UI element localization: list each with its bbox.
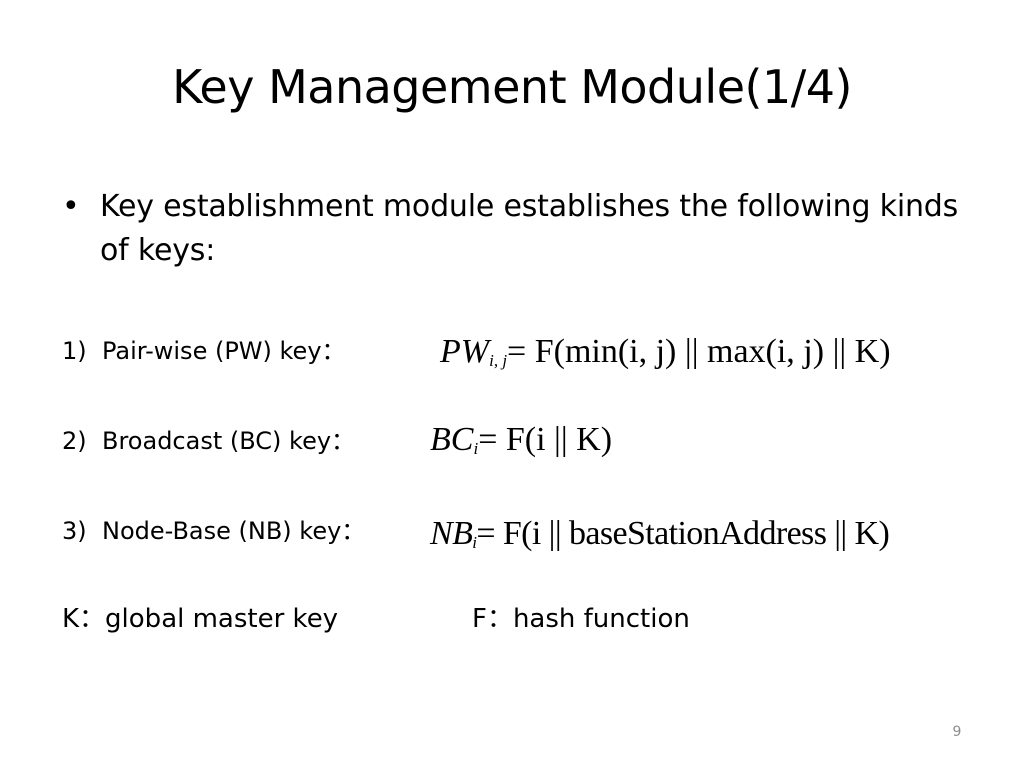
key-type-number: 1) [62, 337, 87, 365]
formula-broadcast: BCi= F(i || K) [430, 420, 612, 469]
formula-pairwise: PWi, j= F(min(i, j) || max(i, j) || K) [440, 332, 891, 381]
formula-lhs: NB [430, 515, 473, 552]
key-type-item-node-base: 3) Node-Base (NB) key： [62, 514, 365, 548]
key-type-label: Node-Base (NB) key： [102, 517, 366, 545]
formula-lhs: PW [440, 333, 490, 370]
key-type-label: Broadcast (BC) key： [102, 427, 356, 455]
key-type-item-broadcast: 2) Broadcast (BC) key： [62, 424, 355, 458]
formula-node-base: NBi= F(i || baseStationAddress || K) [430, 514, 890, 563]
formula-lhs: BC [430, 421, 474, 458]
slide-title: Key Management Module(1/4) [172, 60, 852, 114]
formula-rhs: = F(i || baseStationAddress || K) [476, 515, 890, 552]
key-type-item-pairwise: 1) Pair-wise (PW) key： [62, 334, 346, 368]
legend-f: F：hash function [472, 604, 690, 634]
formula-subscript: i [472, 533, 477, 552]
formula-rhs: = F(min(i, j) || max(i, j) || K) [507, 333, 891, 370]
page-number: 9 [952, 724, 962, 740]
key-type-label: Pair-wise (PW) key： [102, 337, 346, 365]
bullet-text: Key establishment module establishes the… [100, 189, 959, 268]
bullet-dot-icon: • [62, 189, 80, 224]
formula-subscript: i [473, 439, 479, 458]
formula-subscript: i, j [489, 351, 508, 370]
key-type-number: 3) [62, 517, 87, 545]
formula-rhs: = F(i || K) [478, 421, 613, 458]
key-type-number: 2) [62, 427, 87, 455]
legend-k: K：global master key [62, 604, 339, 634]
